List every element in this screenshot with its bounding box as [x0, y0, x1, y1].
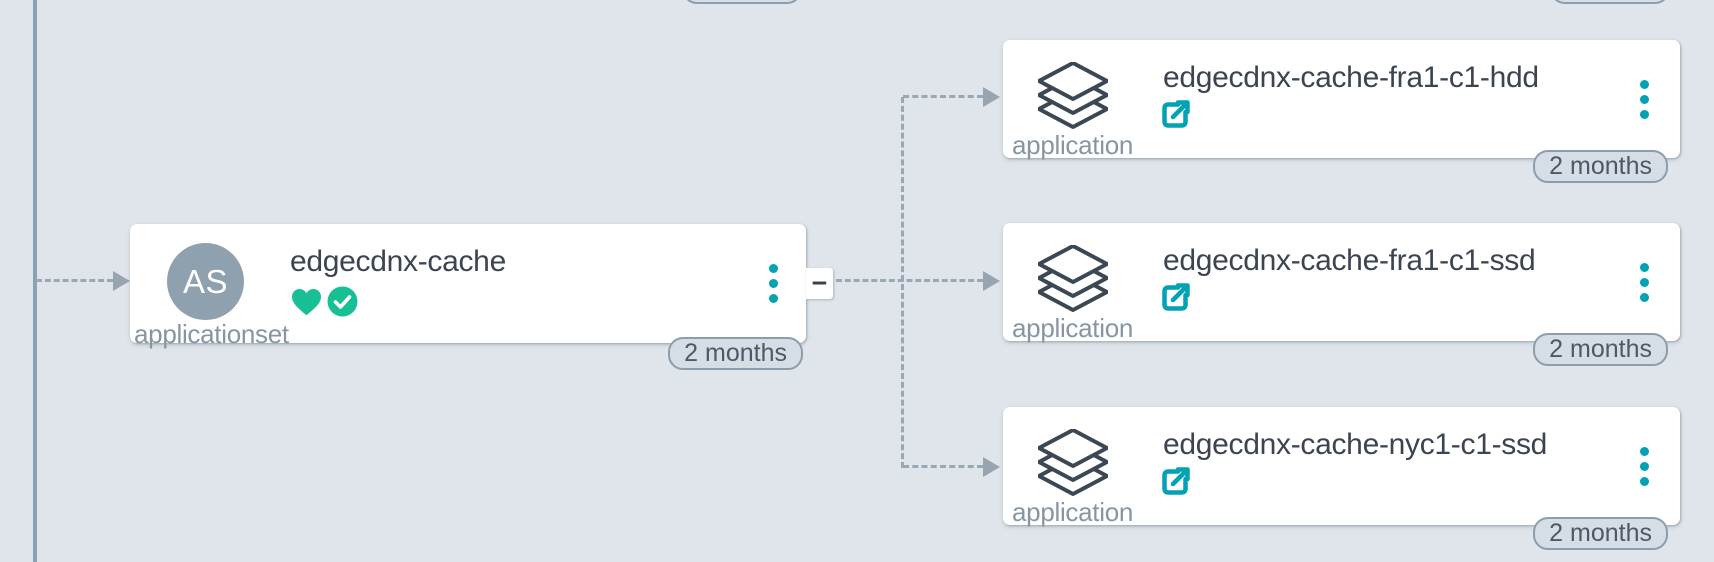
cutoff-age-badge	[682, 0, 802, 4]
kebab-dot	[769, 279, 778, 288]
kebab-dot	[769, 294, 778, 303]
layers-icon	[1037, 61, 1109, 130]
kebab-dot	[1640, 447, 1649, 456]
kebab-dot	[1640, 477, 1649, 486]
kebab-dot	[1640, 462, 1649, 471]
kebab-menu-button[interactable]	[1638, 445, 1651, 488]
connector-branch-top	[903, 95, 983, 98]
node-title: edgecdnx-cache-fra1-c1-hdd	[1163, 61, 1539, 94]
external-link-icon[interactable]	[1160, 100, 1190, 130]
age-badge: 2 months	[668, 337, 803, 370]
connector-branch-bottom	[903, 465, 983, 468]
kebab-dot	[1640, 95, 1649, 104]
kebab-menu-button[interactable]	[1638, 78, 1651, 121]
arrowhead-app-2	[983, 271, 1000, 291]
node-application-nyc1-c1-ssd[interactable]: edgecdnx-cache-nyc1-c1-ssd application 2…	[1003, 407, 1680, 550]
node-application-fra1-c1-ssd[interactable]: edgecdnx-cache-fra1-c1-ssd application 2…	[1003, 223, 1680, 366]
kebab-menu-button[interactable]	[767, 262, 780, 305]
node-title: edgecdnx-cache	[290, 245, 506, 278]
external-link-icon[interactable]	[1160, 467, 1190, 497]
avatar: AS	[167, 243, 244, 320]
node-title: edgecdnx-cache-nyc1-c1-ssd	[1163, 428, 1548, 461]
connector-into-appset	[36, 279, 113, 282]
kind-label: application	[1012, 313, 1134, 343]
kebab-dot	[1640, 110, 1649, 119]
tree-left-rail	[33, 0, 37, 562]
cutoff-age-badge	[1550, 0, 1670, 4]
kind-label: application	[1012, 497, 1134, 527]
kind-label: applicationset	[134, 319, 289, 349]
kebab-menu-button[interactable]	[1638, 261, 1651, 304]
kebab-dot	[1640, 263, 1649, 272]
heart-icon	[291, 288, 322, 321]
node-title: edgecdnx-cache-fra1-c1-ssd	[1163, 244, 1536, 277]
node-application-fra1-c1-hdd[interactable]: edgecdnx-cache-fra1-c1-hdd application 2…	[1003, 40, 1680, 183]
kebab-dot	[1640, 80, 1649, 89]
age-badge: 2 months	[1533, 333, 1668, 366]
layers-icon	[1037, 428, 1109, 497]
age-badge: 2 months	[1533, 150, 1668, 183]
node-applicationset[interactable]: AS edgecdnx-cache applicationset 2 month…	[130, 224, 806, 370]
connector-appset-to-apps	[836, 279, 983, 282]
layers-icon	[1037, 244, 1109, 313]
kebab-dot	[1640, 293, 1649, 302]
kebab-dot	[1640, 278, 1649, 287]
external-link-icon[interactable]	[1160, 283, 1190, 313]
collapse-button[interactable]: −	[806, 268, 833, 299]
check-circle-icon	[327, 286, 358, 322]
status-row	[291, 286, 358, 322]
age-badge: 2 months	[1533, 517, 1668, 550]
arrowhead-app-1	[983, 87, 1000, 107]
kind-label: application	[1012, 130, 1134, 160]
kebab-dot	[769, 264, 778, 273]
arrowhead-into-appset	[113, 271, 130, 291]
arrowhead-app-3	[983, 457, 1000, 477]
connector-trunk	[901, 97, 904, 468]
